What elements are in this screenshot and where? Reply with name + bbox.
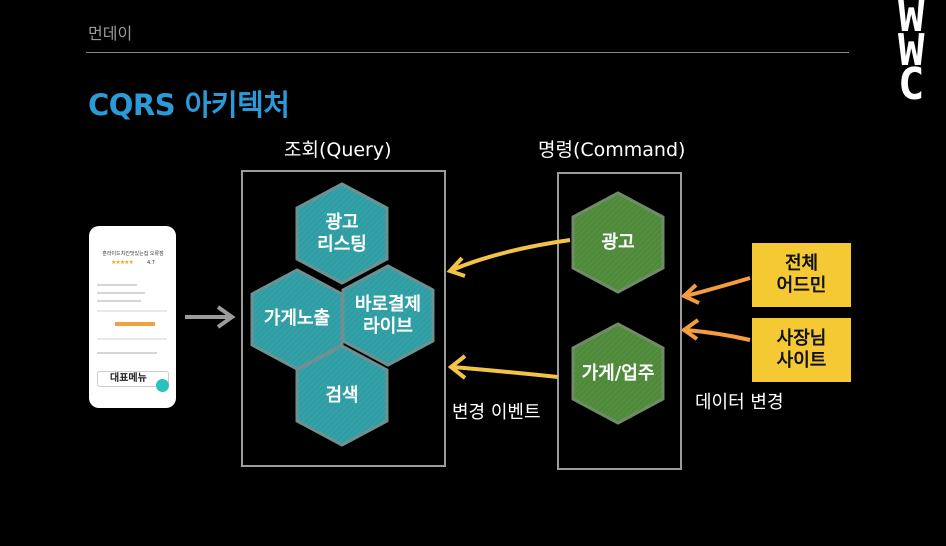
command-group-box (557, 172, 682, 470)
query-group-box (241, 170, 446, 467)
phone-store-name: 훈라이드치킨맛있는집 오류점 (102, 251, 164, 257)
phone-info-line (97, 292, 145, 294)
arrow-admin-change (680, 276, 751, 305)
phone-info-line (97, 300, 141, 302)
query-group-label: 조회(Query) (284, 139, 392, 161)
caption-data-change: 데이터 변경 (695, 392, 784, 413)
phone-rating-value: 4.7 (147, 260, 155, 266)
hex-label-command-ad: 광고 (601, 232, 635, 253)
slide-title: CQRS 아키텍처 (88, 88, 290, 122)
logo-letter: C (898, 59, 925, 110)
phone-info-line (97, 284, 137, 286)
brand-logo: W W C (898, 0, 946, 110)
app-screenshot-phone: 훈라이드치킨맛있는집 오류점 ★★★★★ 4.7 대표메뉴 (89, 226, 176, 408)
speaker-name: 먼데이 (88, 24, 133, 43)
caption-change-event: 변경 이벤트 (452, 402, 541, 423)
hex-label-direct-pay-live: 바로결제 라이브 (354, 294, 422, 337)
hex-label-command-store-owner: 가게/업주 (581, 363, 655, 384)
hex-label-store-exposure: 가게노출 (263, 308, 331, 329)
actor-admin-label: 전체 어드민 (776, 253, 827, 296)
actor-owner-site: 사장님 사이트 (752, 318, 851, 382)
phone-info-line (97, 352, 157, 354)
logo-letter: W (898, 25, 925, 76)
arrow-owner-change (680, 318, 751, 342)
arrow-event-ad (446, 238, 571, 278)
logo-letter: W (898, 0, 925, 42)
arrow-phone-to-query (185, 305, 236, 329)
actor-total-admin: 전체 어드민 (752, 243, 851, 307)
phone-coupon (115, 322, 155, 326)
arrow-event-store (447, 354, 559, 380)
header-divider (86, 52, 849, 53)
phone-info-line (97, 310, 167, 312)
phone-tab-line (97, 338, 167, 340)
command-group-label: 명령(Command) (538, 139, 686, 161)
phone-fab-icon (156, 379, 169, 392)
hex-label-search: 검색 (325, 385, 359, 406)
actor-owner-label: 사장님 사이트 (776, 328, 827, 371)
phone-menu-title: 대표메뉴 (97, 371, 169, 387)
hex-label-ad-listing: 광고 리스팅 (317, 212, 367, 255)
phone-rating-stars: ★★★★★ (111, 259, 134, 266)
